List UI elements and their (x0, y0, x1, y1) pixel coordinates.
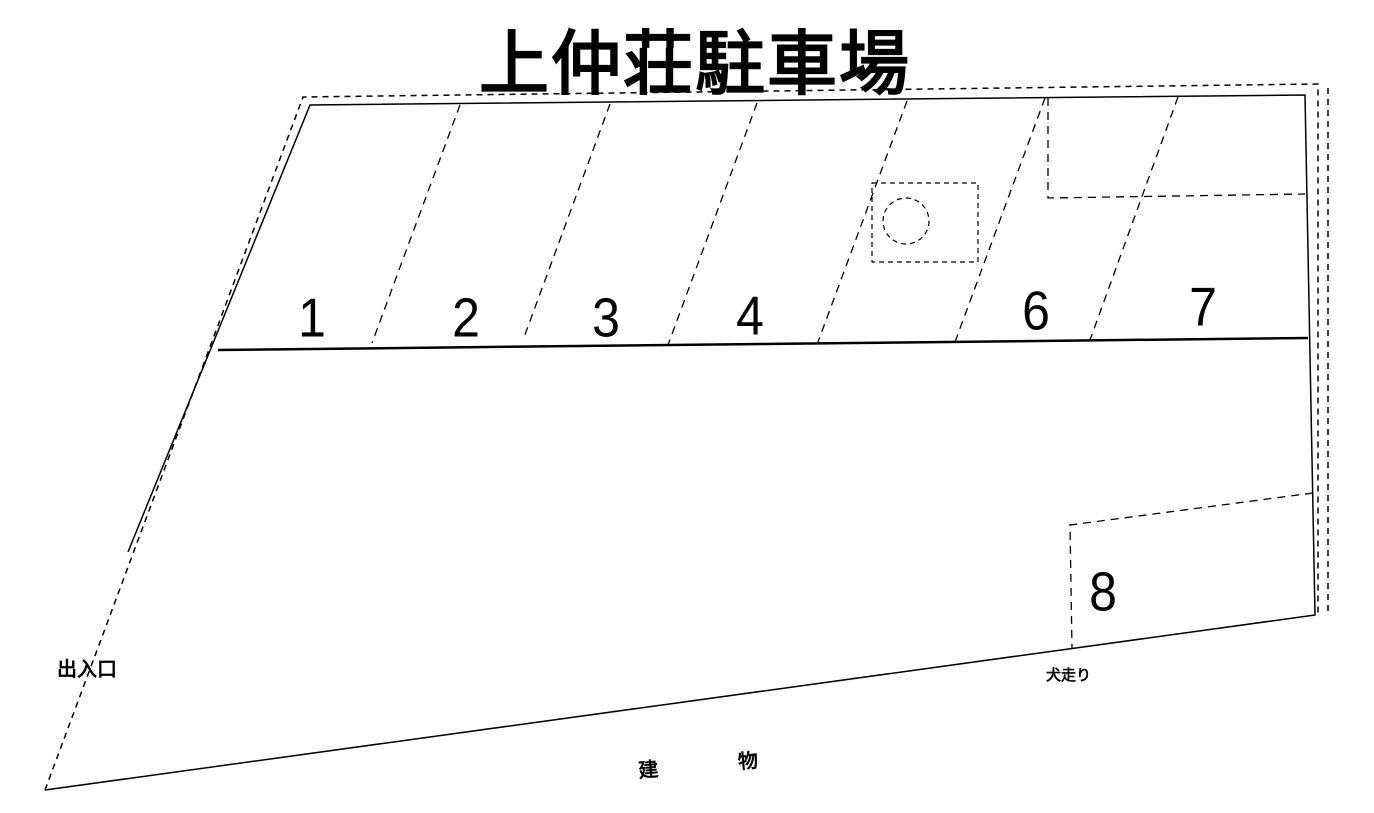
map-title: 上仲荘駐車場 (479, 23, 911, 105)
utility-box (871, 182, 979, 263)
lot-outline (44, 94, 1316, 791)
walkway-label: 犬走り (1046, 666, 1092, 684)
stall-2-label: 2 (452, 287, 480, 349)
stall-3-label: 3 (592, 287, 620, 349)
stall-8-label: 8 (1089, 561, 1117, 623)
property-boundary (44, 83, 1329, 791)
stall-1-label: 1 (298, 287, 326, 349)
stall-front-line (217, 336, 1309, 352)
stall-dividers (371, 96, 1314, 649)
stall-7-label: 7 (1189, 276, 1217, 338)
entrance-label: 出入口 (57, 657, 117, 681)
stall-4-label: 4 (736, 285, 764, 347)
stall-6-label: 6 (1022, 280, 1050, 342)
